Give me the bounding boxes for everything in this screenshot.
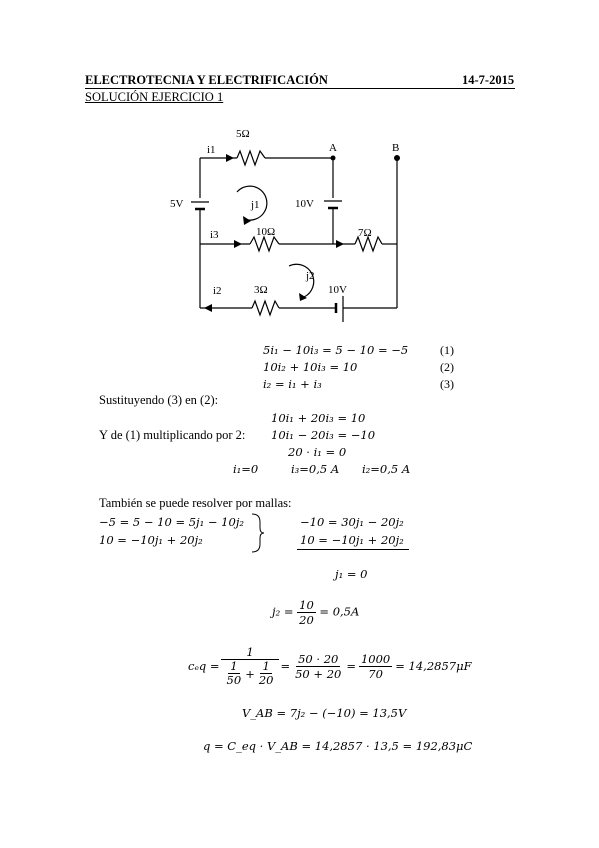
resistor-7ohm: [354, 235, 383, 253]
mesh-right-2: 10 = −10j₁ + 20j₂: [300, 533, 404, 547]
substitution-eq-b: 10i₁ − 20i₃ = −10: [271, 428, 376, 442]
mesh-j2-arrowhead-icon: [299, 293, 307, 301]
i3-arrow-icon: [234, 240, 242, 248]
label-j1: j1: [251, 199, 260, 211]
mesh-left-2: 10 = −10j₁ + 20j₂: [99, 533, 203, 547]
j2-denominator: 20: [299, 613, 314, 627]
document-date: 14-7-2015: [462, 73, 515, 87]
label-r-top: 5Ω: [236, 128, 250, 140]
resistor-10ohm: [249, 235, 280, 253]
label-i2: i2: [213, 285, 222, 297]
equation-1: 5i₁ − 10i₃ = 5 − 10 = −5: [263, 343, 409, 357]
charge-equation: q = C_eq · V_AB = 14,2857 · 13,5 = 192,8…: [203, 739, 473, 753]
mesh-label: También se puede resolver por mallas:: [99, 496, 292, 510]
substitution-eq-c: 20 · i₁ = 0: [288, 445, 347, 459]
label-r-right: 7Ω: [358, 227, 372, 239]
mesh-j2-arrow: [288, 263, 315, 298]
document-title: ELECTROTECNIA Y ELECTRIFICACIÓN: [85, 73, 328, 87]
substitution-label: Sustituyendo (3) en (2):: [99, 393, 219, 407]
label-r-mid: 10Ω: [256, 226, 276, 238]
i1-arrow-icon: [226, 154, 234, 162]
substitution-eq-a: 10i₁ + 20i₃ = 10: [271, 411, 366, 425]
header-rule: [85, 88, 515, 89]
result-i3: i₃=0,5 A: [291, 462, 340, 476]
i2-arrow-icon: [204, 304, 212, 312]
vab-equation: V_AB = 7j₂ − (−10) = 13,5V: [242, 706, 407, 720]
node-b-dot: [394, 155, 400, 161]
label-v-bot: 10V: [328, 284, 347, 296]
mesh-j1-arrowhead-icon: [243, 216, 251, 225]
label-node-b: B: [392, 142, 400, 154]
result-i2: i₂=0,5 A: [362, 462, 411, 476]
mesh-right-1: −10 = 30j₁ − 20j₂: [300, 515, 404, 529]
equation-2-number: (2): [440, 360, 454, 374]
mesh-brace: [251, 513, 265, 553]
label-i1: i1: [207, 144, 216, 156]
label-v-left: 5V: [170, 198, 184, 210]
node-a-dot: [330, 155, 336, 161]
equation-3: i₂ = i₁ + i₃: [263, 377, 322, 391]
mesh-j1-arrow: [236, 185, 268, 221]
equation-1-number: (1): [440, 343, 454, 357]
resistor-3ohm: [251, 299, 280, 317]
label-j2: j2: [306, 270, 315, 282]
circuit-diagram: [191, 149, 400, 322]
mesh-sum-line: [297, 549, 409, 550]
multiply-label: Y de (1) multiplicando por 2:: [99, 428, 246, 442]
document-subtitle: SOLUCIÓN EJERCICIO 1: [85, 90, 224, 104]
equation-2: 10i₂ + 10i₃ = 10: [263, 360, 358, 374]
mesh-result: j₁ = 0: [335, 567, 368, 581]
i3-right-arrow-icon: [336, 240, 344, 248]
mesh-left-1: −5 = 5 − 10 = 5j₁ − 10j₂: [99, 515, 244, 529]
j2-numerator: 10: [297, 598, 316, 613]
result-i1: i₁=0: [233, 462, 259, 476]
equation-3-number: (3): [440, 377, 454, 391]
label-i3: i3: [210, 229, 219, 241]
resistor-5ohm: [236, 149, 266, 167]
label-node-a: A: [329, 142, 337, 154]
label-v-center: 10V: [295, 198, 314, 210]
label-r-bot: 3Ω: [254, 284, 268, 296]
